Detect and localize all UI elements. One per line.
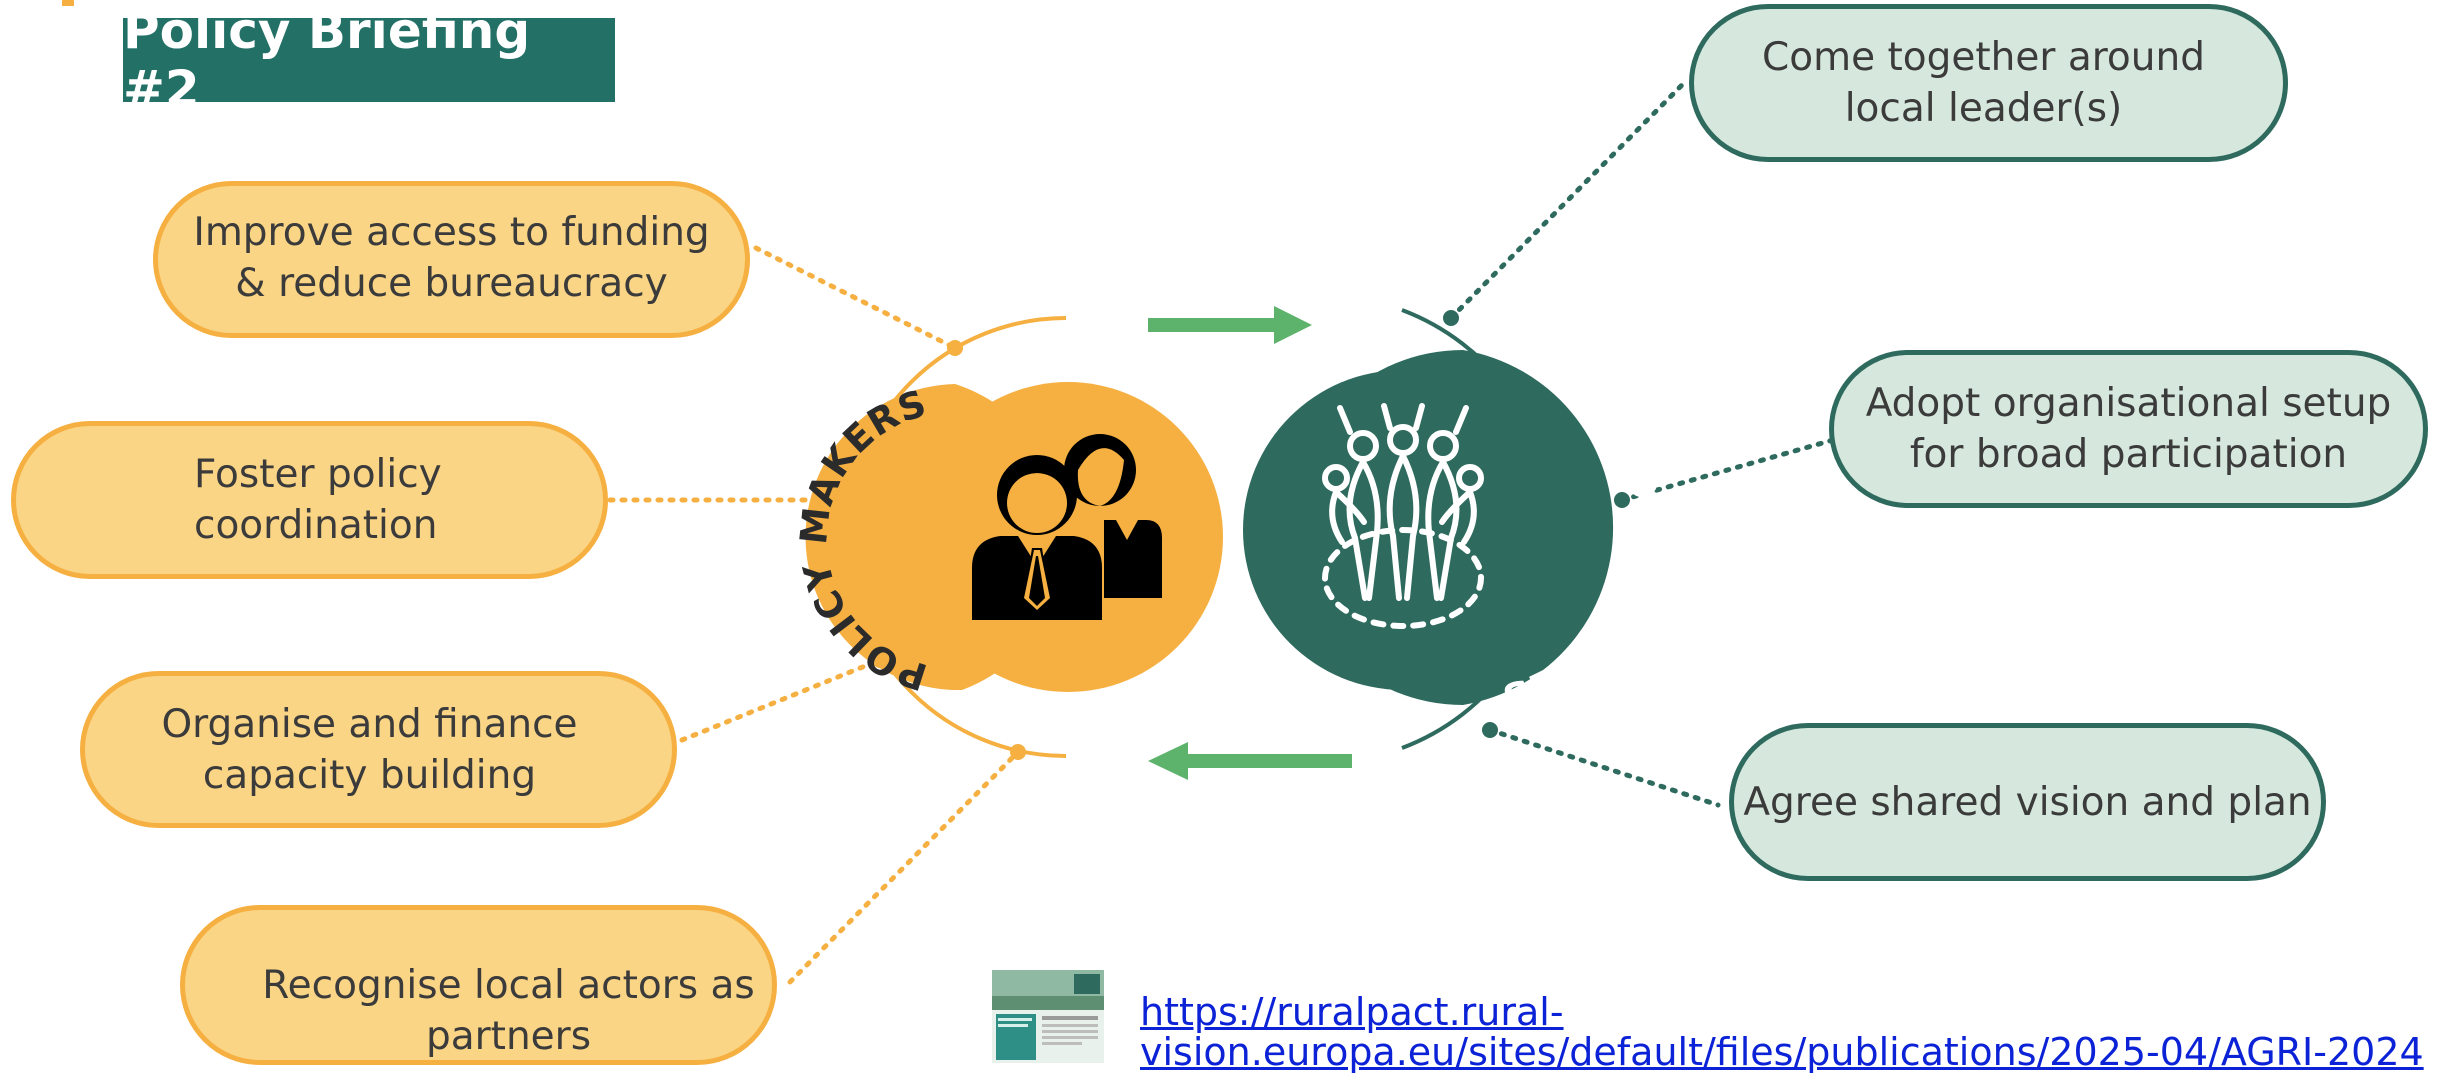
- arrow-right-icon: [1148, 306, 1312, 344]
- connector-line: [1448, 79, 1688, 321]
- connector-line: [787, 749, 1021, 985]
- policy-makers-node: POLICY MAKERS: [792, 381, 1223, 699]
- policy-action-recognise-actors: Recognise local actors as partners: [180, 905, 777, 1065]
- local-communities-node: LOCAL COMMUNITIES: [1243, 321, 1666, 719]
- publication-thumbnail[interactable]: [992, 970, 1104, 1063]
- connector-dot: [1482, 722, 1498, 738]
- connector-line: [1487, 727, 1721, 808]
- community-action-organisational-setup: Adopt organisational setup for broad par…: [1829, 350, 2428, 508]
- policy-action-coordination: Foster policy coordination: [11, 421, 608, 579]
- people-icon: [972, 434, 1162, 620]
- policy-action-funding: Improve access to funding & reduce burea…: [153, 181, 750, 338]
- community-icon: [1322, 403, 1484, 629]
- connector-line: [679, 657, 883, 743]
- community-action-local-leaders: Come together around local leader(s): [1689, 4, 2288, 162]
- connector-dot: [947, 340, 963, 356]
- connector-dot: [1443, 310, 1459, 326]
- connector-line: [753, 245, 958, 351]
- connector-line: [1619, 437, 1836, 503]
- corner-accent: [62, 0, 74, 6]
- community-action-shared-vision: Agree shared vision and plan: [1729, 723, 2326, 881]
- arrow-left-icon: [1148, 742, 1352, 780]
- policy-connectors: [607, 245, 1021, 985]
- publication-thumbnail-image: [992, 970, 1104, 1063]
- connector-dot: [1010, 744, 1026, 760]
- community-connectors: [1448, 79, 1836, 808]
- publication-link[interactable]: https://ruralpact.rural- vision.europa.e…: [1140, 990, 2424, 1074]
- connector-dot: [1614, 492, 1630, 508]
- policy-action-capacity-building: Organise and finance capacity building: [80, 671, 677, 828]
